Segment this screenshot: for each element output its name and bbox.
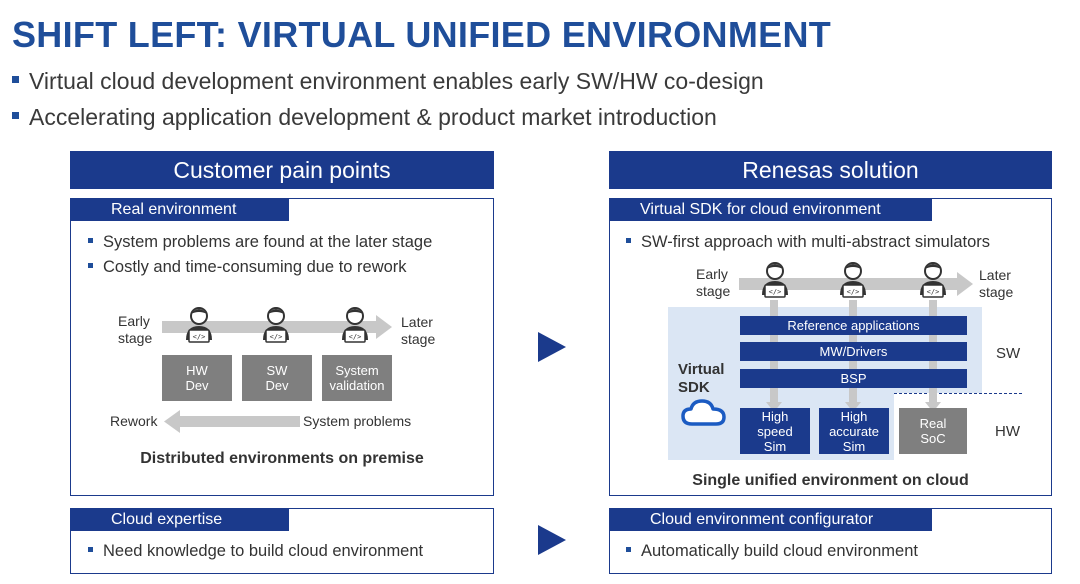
virtual-sdk-tag: Virtual SDK for cloud environment bbox=[610, 199, 932, 221]
real-environment-panel bbox=[70, 198, 494, 496]
slide-title: SHIFT LEFT: VIRTUAL UNIFIED ENVIRONMENT bbox=[12, 14, 832, 55]
real-env-flow-diagram bbox=[162, 315, 392, 433]
svg-text:</>: </> bbox=[847, 288, 860, 296]
top-bullet-2: Accelerating application development & p… bbox=[12, 104, 717, 131]
svg-text:</>: </> bbox=[270, 333, 283, 341]
sw-label: SW bbox=[996, 345, 1021, 362]
high-accurate-sim-box: High accurate Sim bbox=[819, 408, 889, 454]
right-caption: Single unified environment on cloud bbox=[692, 472, 969, 489]
layer-mw-drivers: MW/Drivers bbox=[740, 342, 967, 361]
sw-dev-box: SW Dev bbox=[242, 355, 312, 401]
cloud-expertise-bullet: Need knowledge to build cloud environmen… bbox=[88, 542, 423, 561]
svg-text:</>: </> bbox=[349, 333, 362, 341]
virtual-sdk-bullet: SW-first approach with multi-abstract si… bbox=[626, 233, 990, 252]
top-bullet-1: Virtual cloud development environment en… bbox=[12, 68, 764, 95]
right-column-header: Renesas solution bbox=[609, 151, 1052, 189]
layer-bsp: BSP bbox=[740, 369, 967, 388]
right-early-stage-label: Early stage bbox=[696, 266, 731, 299]
rework-label: Rework bbox=[110, 413, 158, 429]
system-problems-label: System problems bbox=[303, 413, 412, 429]
developer-icon: </> bbox=[840, 262, 866, 298]
cloud-icon bbox=[681, 399, 726, 426]
developer-icon: </> bbox=[263, 307, 289, 343]
left-early-stage-label: Early stage bbox=[118, 313, 153, 346]
left-caption: Distributed environments on premise bbox=[140, 450, 424, 467]
left-column-header: Customer pain points bbox=[70, 151, 494, 189]
hw-dev-box: HW Dev bbox=[162, 355, 232, 401]
system-validation-box: System validation bbox=[322, 355, 392, 401]
real-environment-tag: Real environment bbox=[71, 199, 289, 221]
play-arrow-icon bbox=[538, 525, 566, 555]
svg-text:</>: </> bbox=[927, 288, 940, 296]
real-env-bullet-2: Costly and time-consuming due to rework bbox=[88, 258, 407, 277]
cloud-configurator-tag: Cloud environment configurator bbox=[610, 509, 932, 531]
left-later-stage-label: Later stage bbox=[401, 314, 436, 347]
high-speed-sim-box: High speed Sim bbox=[740, 408, 810, 454]
developer-icon: </> bbox=[186, 307, 212, 343]
cloud-configurator-bullet: Automatically build cloud environment bbox=[626, 542, 918, 561]
svg-text:</>: </> bbox=[769, 288, 782, 296]
svg-text:</>: </> bbox=[193, 333, 206, 341]
play-arrow-icon bbox=[538, 332, 566, 362]
rework-arrow bbox=[164, 410, 300, 433]
developer-icon: </> bbox=[762, 262, 788, 298]
sw-hw-divider bbox=[894, 393, 1022, 394]
cloud-expertise-tag: Cloud expertise bbox=[71, 509, 289, 531]
real-env-bullet-1: System problems are found at the later s… bbox=[88, 233, 432, 252]
layer-reference-applications: Reference applications bbox=[740, 316, 967, 335]
bullet-square-icon bbox=[12, 76, 19, 84]
developer-icon: </> bbox=[920, 262, 946, 298]
real-soc-box: Real SoC bbox=[899, 408, 967, 454]
bullet-square-icon bbox=[12, 112, 19, 120]
virtual-sdk-label: Virtual SDK bbox=[678, 361, 725, 396]
forward-timeline-arrow bbox=[162, 315, 392, 339]
hw-label: HW bbox=[995, 423, 1020, 440]
right-later-stage-label: Later stage bbox=[979, 267, 1014, 300]
developer-icon: </> bbox=[342, 307, 368, 343]
